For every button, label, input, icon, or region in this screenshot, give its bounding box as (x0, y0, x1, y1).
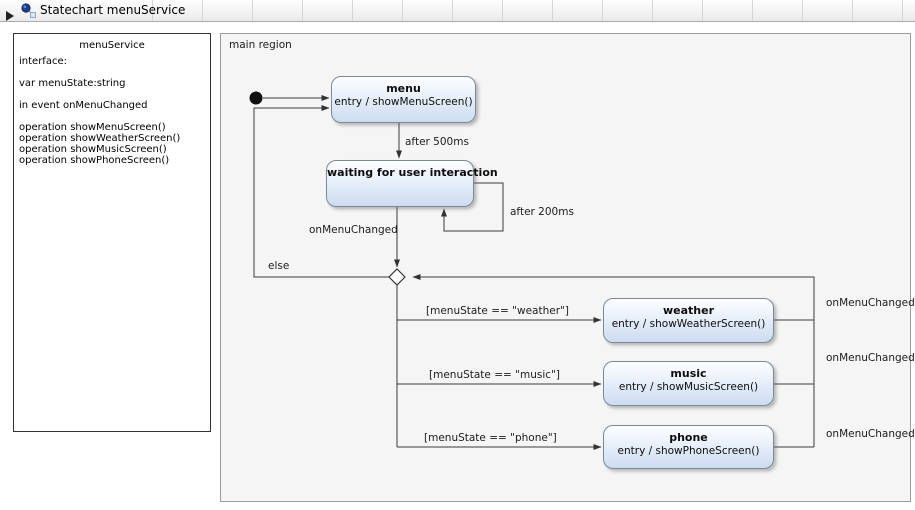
interface-line: in event onMenuChanged (19, 100, 148, 111)
state-waiting-for-user-interaction[interactable]: waiting for user interaction (326, 160, 498, 207)
transition-label-onmenuchanged[interactable]: onMenuChanged (309, 224, 398, 236)
state-title: menu (386, 82, 421, 95)
editor-header: Statechart menuService (0, 0, 915, 22)
state-menu[interactable]: menu entry / showMenuScreen() (331, 76, 476, 123)
state-behavior: entry / showWeatherScreen() (611, 318, 766, 330)
transition-label-onmenuchanged-weather[interactable]: onMenuChanged (826, 297, 915, 309)
state-title: waiting for user interaction (327, 166, 498, 179)
transition-label-onmenuchanged-music[interactable]: onMenuChanged (826, 352, 915, 364)
interface-line: operation showMenuScreen() (19, 122, 166, 133)
interface-line: operation showPhoneScreen() (19, 155, 170, 166)
statechart-icon (21, 3, 37, 23)
collapse-triangle-icon[interactable] (6, 6, 14, 25)
state-behavior: entry / showPhoneScreen() (617, 445, 760, 457)
transition-label-after-500ms[interactable]: after 500ms (405, 136, 469, 148)
state-title: phone (669, 431, 708, 444)
interface-line: interface: (19, 56, 67, 67)
statechart-title[interactable]: Statechart menuService (40, 3, 186, 17)
transition-wires (249, 91, 815, 450)
transition-else-to-menu[interactable] (253, 105, 389, 278)
main-region[interactable]: main region (220, 33, 915, 502)
state-weather[interactable]: weather entry / showWeatherScreen() (603, 298, 774, 343)
transition-rail-to-choice[interactable] (412, 274, 815, 447)
transition-label-else[interactable]: else (268, 260, 290, 272)
transition-guard-weather[interactable]: [menuState == "weather"] (426, 305, 569, 317)
interface-line: var menuState:string (19, 78, 126, 89)
transition-label-onmenuchanged-phone[interactable]: onMenuChanged (826, 428, 915, 440)
choice-node-diamond[interactable] (388, 268, 406, 286)
state-behavior: entry / showMusicScreen() (618, 381, 759, 393)
interface-line (14, 67, 210, 78)
state-title: weather (662, 304, 715, 317)
state-title: music (670, 367, 707, 380)
interface-declaration-panel[interactable]: menuService interface: var menuState:str… (13, 33, 211, 432)
transition-guard-phone[interactable]: [menuState == "phone"] (424, 432, 557, 444)
state-behavior: entry / showMenuScreen() (334, 96, 473, 108)
interface-panel-title: menuService (79, 40, 145, 51)
transition-waiting-self-loop[interactable] (441, 182, 504, 232)
transition-label-after-200ms[interactable]: after 200ms (510, 206, 574, 218)
region-label: main region (229, 39, 292, 51)
state-phone[interactable]: phone entry / showPhoneScreen() (603, 425, 774, 469)
initial-state-dot[interactable] (249, 91, 263, 105)
interface-line (14, 111, 210, 122)
interface-line: operation showMusicScreen() (19, 144, 167, 155)
transition-guard-music[interactable]: [menuState == "music"] (429, 369, 560, 381)
interface-line (14, 89, 210, 100)
header-column-separators (152, 0, 915, 21)
interface-line: operation showWeatherScreen() (19, 133, 181, 144)
state-music[interactable]: music entry / showMusicScreen() (603, 361, 774, 406)
